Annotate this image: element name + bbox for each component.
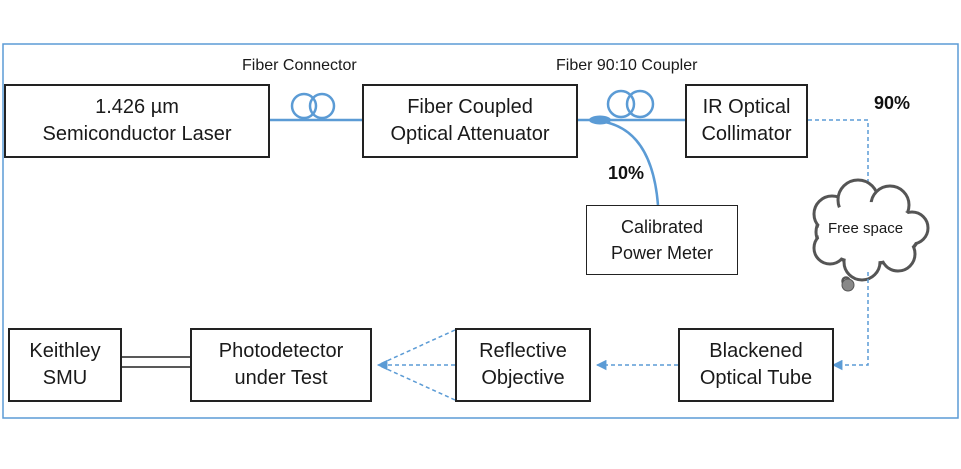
photodetector-line-2: under Test: [234, 367, 328, 389]
objective-block: Reflective Objective: [455, 328, 591, 402]
attenuator-line-1: Fiber Coupled: [407, 96, 533, 118]
power-meter-line-1: Calibrated: [620, 217, 704, 237]
coupler-label: Fiber 90:10 Coupler: [556, 57, 698, 74]
beam-collimator-to-cloud: [808, 119, 869, 193]
tube-block: Blackened Optical Tube: [678, 328, 834, 402]
outer-frame: [2, 43, 959, 419]
tube-line-1: Blackened: [709, 340, 803, 362]
collimator-line-1: IR Optical: [702, 96, 791, 118]
free-space-label: Free space: [828, 220, 904, 237]
tube-line-2: Optical Tube: [699, 367, 813, 389]
beam-objective-to-photodetector: [376, 329, 456, 401]
laser-line-1: 1.426 µm: [95, 96, 179, 118]
objective-line-2: Objective: [481, 367, 565, 389]
power-meter-block: Calibrated Power Meter: [586, 205, 738, 275]
power-meter-line-2: Power Meter: [610, 243, 714, 263]
beam-cloud-to-tube: [831, 272, 869, 371]
laser-block: 1.426 µm Semiconductor Laser: [4, 84, 270, 158]
fiber-connector-icon: [290, 92, 336, 120]
fiber-10pct-branch: [604, 120, 660, 206]
fiber-connector-label: Fiber Connector: [242, 57, 357, 74]
attenuator-block: Fiber Coupled Optical Attenuator: [362, 84, 578, 158]
pct-10-label: 10%: [608, 163, 645, 183]
photodetector-block: Photodetector under Test: [190, 328, 372, 402]
collimator-block: IR Optical Collimator: [685, 84, 808, 158]
collimator-line-2: Collimator: [701, 123, 792, 145]
smu-cable: [122, 356, 190, 368]
pct-90-label: 90%: [874, 93, 911, 113]
attenuator-line-2: Optical Attenuator: [390, 123, 550, 145]
keithley-block: Keithley SMU: [8, 328, 122, 402]
laser-line-2: Semiconductor Laser: [42, 123, 232, 145]
objective-line-1: Reflective: [479, 340, 567, 362]
keithley-line-2: SMU: [42, 367, 88, 389]
photodetector-line-1: Photodetector: [218, 340, 344, 362]
free-space-cloud: [812, 178, 930, 292]
keithley-line-1: Keithley: [29, 340, 101, 362]
